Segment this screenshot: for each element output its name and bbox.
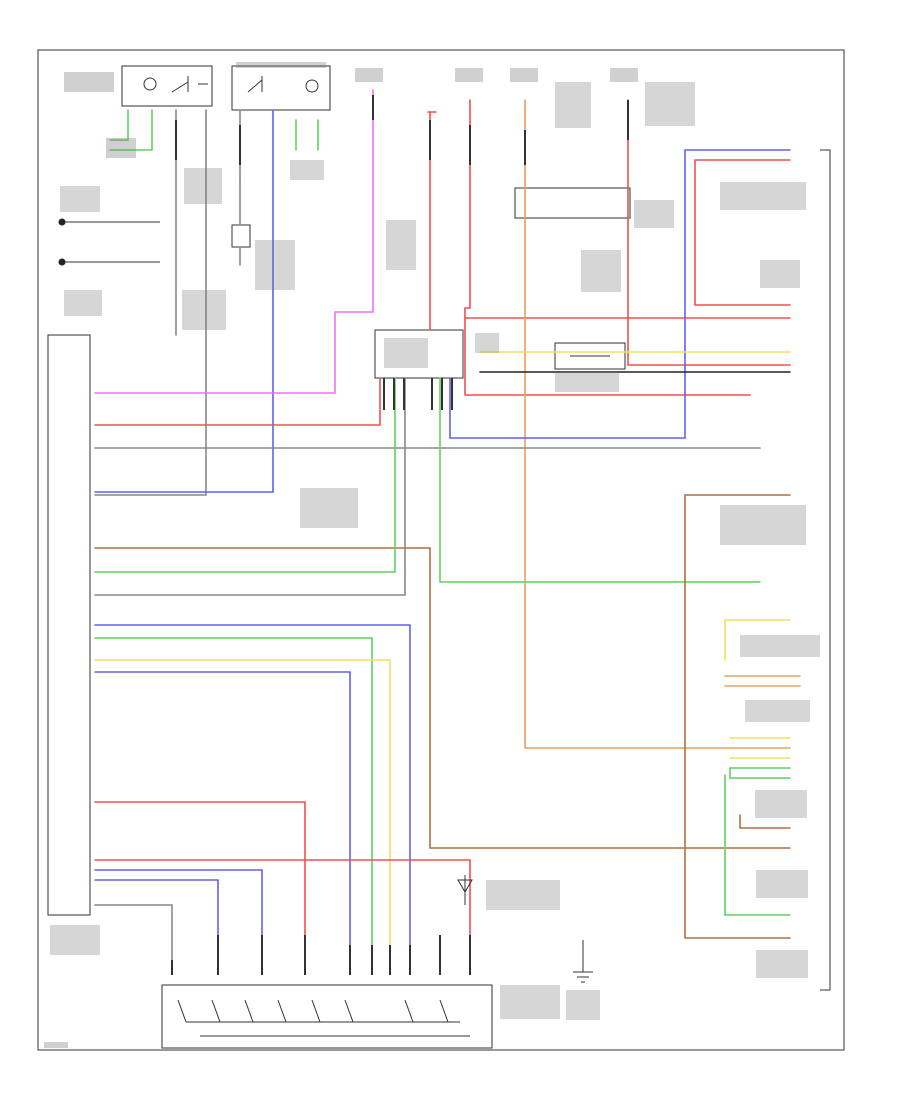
ground-icon	[58, 258, 66, 266]
feed-orange	[524, 99, 791, 749]
ecm-wire-red-low	[94, 801, 306, 961]
control-module-center	[374, 329, 464, 379]
right-bus-red	[694, 159, 791, 306]
label-placeholders	[44, 62, 820, 1048]
transfer-switch-block	[161, 984, 493, 1049]
ground-symbol-bottom	[573, 940, 593, 983]
ecm-wire-gray-2	[94, 377, 406, 596]
sensor-wire-yellow-1	[724, 619, 791, 661]
ecm-wire-blue-2	[94, 671, 351, 961]
feed-pink	[94, 89, 374, 394]
ecm-wire-green-2	[94, 637, 373, 961]
connector-pins-top	[175, 95, 629, 165]
ecm-wire-green-sensor	[439, 377, 761, 583]
diagram-frame	[37, 49, 845, 1051]
ecm-wire-green-1	[94, 377, 396, 573]
relay-box-right	[514, 187, 631, 219]
ground-icon	[58, 218, 66, 226]
fuse-relay-module	[554, 342, 626, 370]
ecm-wire-blue-bottom-2	[94, 879, 219, 961]
switch-icon	[231, 224, 251, 248]
top-center-relay	[231, 65, 331, 111]
diode-symbol	[457, 875, 473, 905]
connector-pins-center	[383, 378, 453, 410]
sensor-wire-yellow-group	[729, 737, 791, 759]
sensor-wire-brown-short	[739, 814, 791, 829]
sensor-wire-brown-loop	[684, 494, 791, 939]
top-left-relay	[121, 65, 213, 107]
ecm-connector-block	[47, 334, 91, 916]
ecm-wire-gray-bottom	[94, 904, 173, 961]
ecm-wire-red-bottom	[94, 859, 471, 961]
ecm-wire-blue-bottom-1	[94, 869, 263, 961]
ecm-wire-yellow	[94, 659, 391, 961]
sensor-wire-orange-pair	[724, 675, 801, 687]
feed-red-far-right	[627, 99, 791, 366]
sensor-wire-green-group	[724, 767, 791, 916]
ecm-wire-blue-1	[94, 624, 411, 961]
sensor-bracket-right	[820, 149, 831, 991]
ecm-wire-brown	[94, 547, 791, 849]
connector-pins-bottom	[171, 935, 471, 975]
right-bus-blue	[449, 149, 791, 439]
